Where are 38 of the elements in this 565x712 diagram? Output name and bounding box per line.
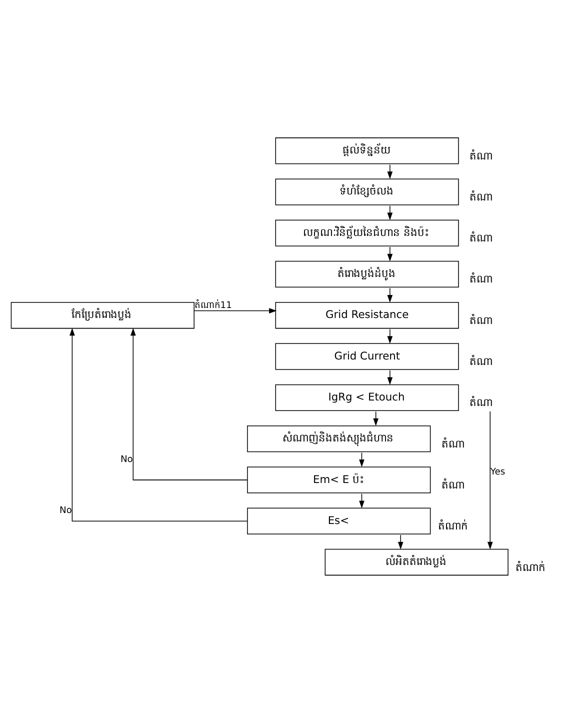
node-box: សំណាញ់និងតង់ស្យុងជំហាន — [247, 424, 431, 452]
arrow — [130, 327, 248, 480]
arrow — [194, 308, 277, 313]
node-box: ផ្តល់ទិន្នន័យ — [275, 136, 459, 164]
node-box: Es< — [247, 507, 431, 534]
node-box: លំអិតតំរោងប្លង់ — [324, 548, 508, 576]
node-label: តំណា — [470, 272, 493, 286]
node-label: តំណា — [470, 231, 493, 244]
edge-label: តំណាក់11 — [194, 300, 232, 311]
node-label: តំណា — [441, 478, 464, 491]
edge-label: Yes — [490, 466, 506, 477]
node-label: តំណាក់ — [516, 560, 546, 574]
arrow — [487, 410, 493, 550]
node-box: Grid Resistance — [275, 302, 459, 328]
node-label: តំណា — [441, 436, 464, 450]
node-box: កែប្រែតំរោងប្លង់ — [10, 302, 194, 328]
node-box: ទំហំខ្សែចំលង — [275, 178, 459, 205]
node-label: តំណា — [470, 313, 493, 326]
arrow — [387, 328, 393, 344]
node-box: លក្ខណៈវិនិច្ឆ័យនៃជំហាន និងប៉ះ — [275, 219, 459, 246]
arrow — [70, 328, 248, 521]
arrow — [398, 534, 404, 549]
node-label: តំណា — [470, 354, 493, 368]
arrow — [387, 246, 393, 261]
node-box: តំរោងប្លង់ដំបូង — [275, 260, 459, 288]
node-label: តំណា — [470, 148, 493, 162]
node-label: តំណាក់ — [438, 519, 468, 532]
arrow — [387, 370, 393, 384]
node-box: Grid Current — [275, 342, 459, 370]
arrow — [387, 164, 393, 179]
node-label: តំណា — [470, 396, 493, 409]
edge-label: No — [120, 454, 133, 465]
arrow — [387, 204, 393, 220]
arrow — [387, 287, 393, 302]
node-box: Em< E ប៉ះ — [247, 466, 431, 493]
node-label: តំណា — [470, 190, 493, 203]
node-box: IgRg < Etouch — [275, 384, 459, 410]
edge-label: No — [60, 506, 72, 516]
